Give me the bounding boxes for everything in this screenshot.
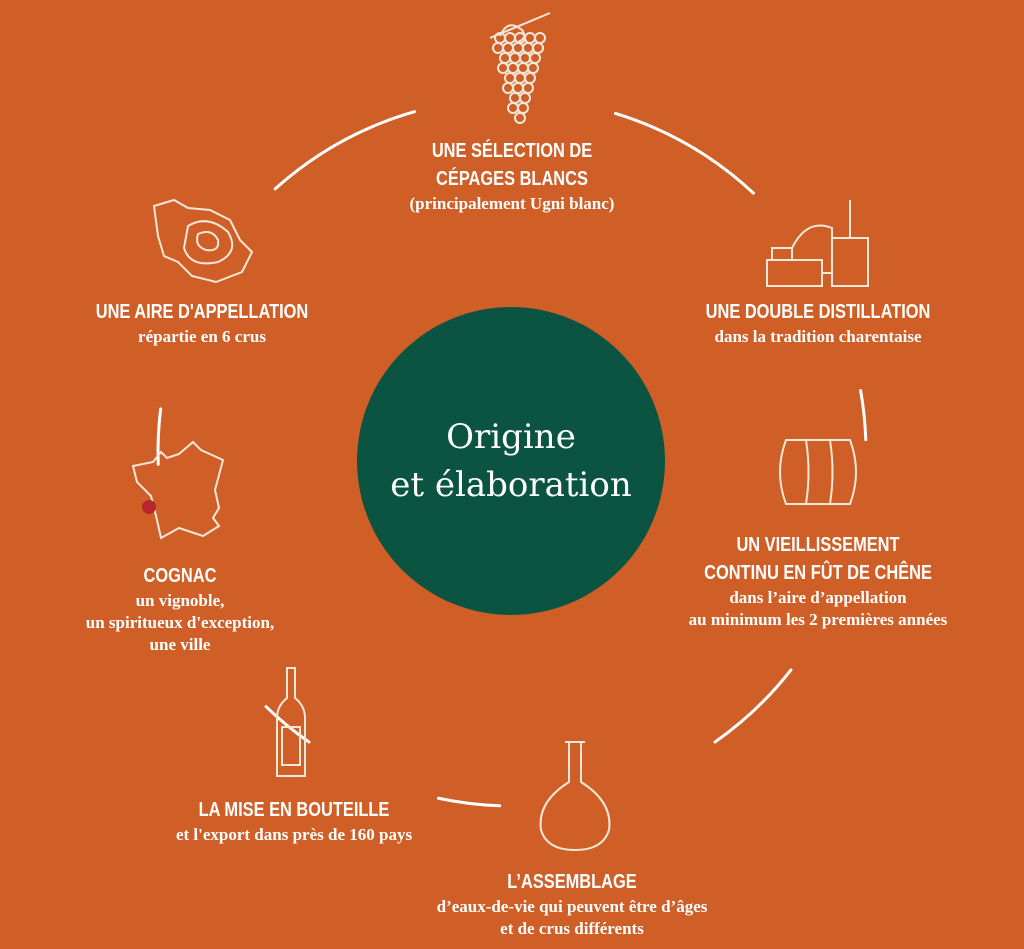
grapes-icon xyxy=(470,8,560,131)
ring-arc-2 xyxy=(859,389,868,442)
step-title: CÉPAGES BLANCS xyxy=(436,168,588,190)
step-text: et l'export dans près de 160 pays xyxy=(175,825,413,844)
step-title: COGNAC xyxy=(143,565,217,587)
ring-arc-3 xyxy=(713,668,793,744)
region-map-icon xyxy=(148,196,258,291)
step-title: UNE AIRE D'APPELLATION xyxy=(95,301,309,323)
ring-arc-6 xyxy=(156,407,163,466)
step-text: et de crus différents xyxy=(500,919,644,938)
barrel-icon xyxy=(772,436,864,513)
step-cognac: COGNAC un vignoble, un spiritueux d'exce… xyxy=(86,562,274,656)
step-distillation: UNE DOUBLE DISTILLATION dans la traditio… xyxy=(681,298,955,348)
flask-icon xyxy=(535,738,615,859)
title-line-1: Origine xyxy=(446,417,576,457)
step-blending: L’ASSEMBLAGE d’eaux-de-vie qui peuvent ê… xyxy=(437,868,708,940)
step-title: LA MISE EN BOUTEILLE xyxy=(198,799,390,821)
step-grape-selection: UNE SÉLECTION DE CÉPAGES BLANCS (princip… xyxy=(410,137,615,215)
still-icon xyxy=(762,198,874,295)
center-title: Origine et élaboration xyxy=(357,307,665,615)
step-text: d’eaux-de-vie qui peuvent être d’âges xyxy=(436,897,708,916)
title-line-2: et élaboration xyxy=(390,465,632,505)
step-text: (principalement Ugni blanc) xyxy=(409,194,615,213)
step-title: UN VIEILLISSEMENT xyxy=(736,534,900,556)
step-title: CONTINU EN FÛT DE CHÊNE xyxy=(704,562,932,584)
ring-arc-1 xyxy=(614,111,755,195)
step-text: dans la tradition charentaise xyxy=(714,327,922,346)
france-map-icon xyxy=(128,440,233,545)
ring-arc-5 xyxy=(264,705,311,744)
step-title: UNE SÉLECTION DE xyxy=(431,140,593,162)
step-text: au minimum les 2 premières années xyxy=(688,610,948,629)
step-text: un spiritueux d'exception, xyxy=(85,613,275,632)
step-aging: UN VIEILLISSEMENT CONTINU EN FÛT DE CHÊN… xyxy=(679,531,957,631)
step-bottling: LA MISE EN BOUTEILLE et l'export dans pr… xyxy=(176,796,412,846)
bottle-icon xyxy=(273,665,309,785)
ring-arc-4 xyxy=(436,796,502,808)
step-appellation: UNE AIRE D'APPELLATION répartie en 6 cru… xyxy=(72,298,331,348)
cognac-location-marker xyxy=(142,500,156,514)
step-text: un vignoble, xyxy=(135,591,225,610)
step-text: répartie en 6 crus xyxy=(138,327,266,346)
step-text: une ville xyxy=(149,635,211,654)
step-title: L’ASSEMBLAGE xyxy=(507,871,637,893)
step-text: dans l’aire d’appellation xyxy=(729,588,907,607)
step-title: UNE DOUBLE DISTILLATION xyxy=(705,301,931,323)
ring-arc-0 xyxy=(273,110,416,191)
